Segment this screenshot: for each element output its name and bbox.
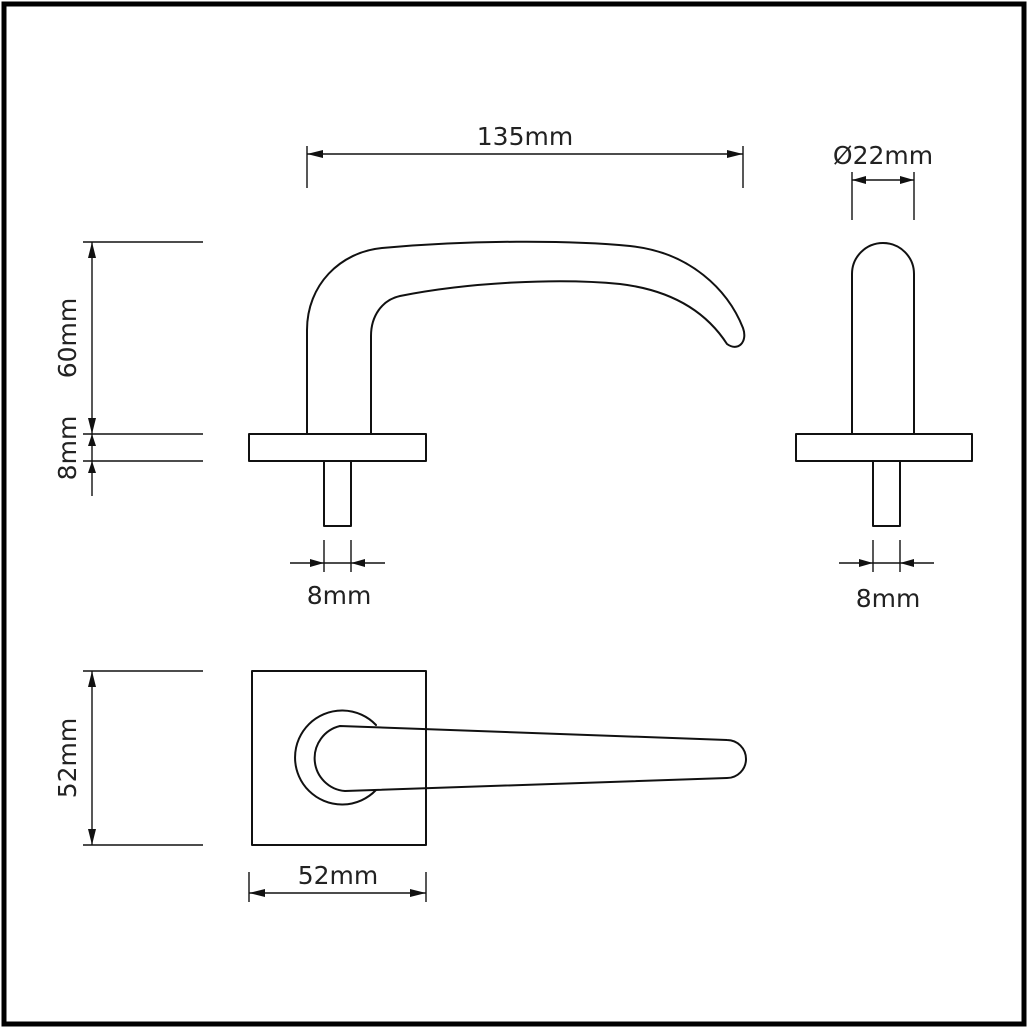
top-view xyxy=(251,670,747,846)
rose-height-label: 52mm xyxy=(53,718,82,799)
side-view xyxy=(795,242,973,527)
length-label: 135mm xyxy=(477,122,573,151)
lever-handle-profile xyxy=(306,240,746,435)
rose-width-label: 52mm xyxy=(298,861,379,890)
square-rose-plate xyxy=(251,670,427,846)
rose-thickness-label: 8mm xyxy=(53,416,82,481)
rose-plate-side xyxy=(248,433,427,462)
lever-side-profile xyxy=(851,242,915,435)
dimension-spindle-side: 8mm xyxy=(839,540,934,613)
dimension-rose-height: 52mm xyxy=(53,670,203,846)
height-label: 60mm xyxy=(53,298,82,379)
spindle-front-label: 8mm xyxy=(307,581,372,610)
spindle-side xyxy=(872,460,901,527)
diameter-label: Ø22mm xyxy=(833,141,933,170)
dimension-spindle-front: 8mm xyxy=(290,540,385,610)
lever-top-profile xyxy=(313,725,747,792)
front-view xyxy=(248,240,746,527)
rose-plate-side-view xyxy=(795,433,973,462)
dimension-length: 135mm xyxy=(306,122,744,188)
spindle-front xyxy=(323,460,352,527)
dimension-rose-width: 52mm xyxy=(248,861,427,902)
dimension-diameter: Ø22mm xyxy=(833,141,933,220)
rose-boss-ring xyxy=(294,709,377,806)
dimension-height: 60mm 8mm xyxy=(53,241,203,496)
spindle-side-label: 8mm xyxy=(856,584,921,613)
